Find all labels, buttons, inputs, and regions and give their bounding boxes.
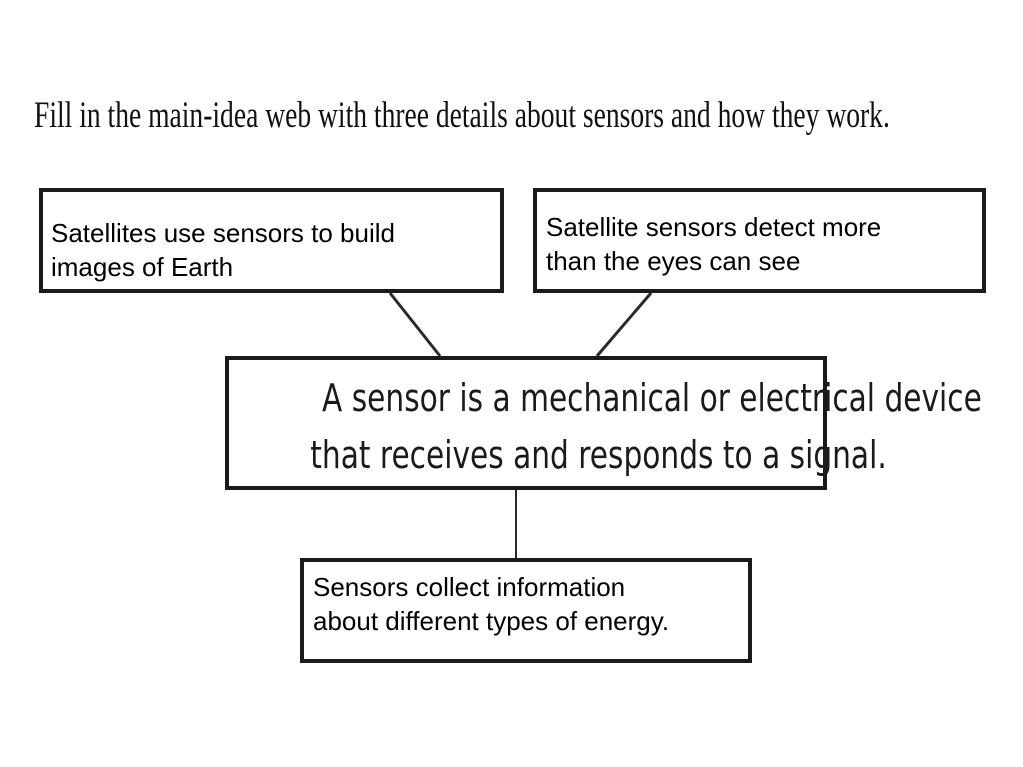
detail-3-line-1: Sensors collect information xyxy=(313,572,626,602)
detail-box-2: Satellite sensors detect more than the e… xyxy=(533,188,986,293)
detail-1-line-1: Satellites use sensors to build xyxy=(51,218,395,248)
main-idea-box: A sensor is a mechanical or electrical d… xyxy=(225,356,982,490)
detail-3-line-2: about different types of energy. xyxy=(313,606,670,636)
connector-detail-2 xyxy=(595,292,653,357)
detail-2-line-1: Satellite sensors detect more xyxy=(546,212,882,242)
detail-box-3: Sensors collect information about differ… xyxy=(300,558,752,663)
main-idea-line-1: A sensor is a mechanical or electrical d… xyxy=(322,376,982,420)
connector-detail-1 xyxy=(388,292,442,357)
detail-2-line-2: than the eyes can see xyxy=(546,246,801,276)
detail-1-line-2: images of Earth xyxy=(51,252,234,282)
main-idea-line-2: that receives and responds to a signal. xyxy=(310,433,887,477)
detail-box-1: Satellites use sensors to build images o… xyxy=(39,188,504,293)
